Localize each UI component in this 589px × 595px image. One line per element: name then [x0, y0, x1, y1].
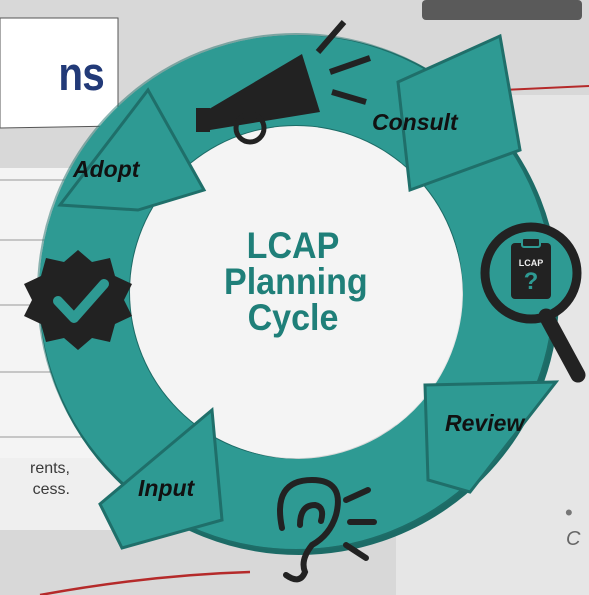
stage-label-adopt: Adopt [73, 156, 140, 182]
footnote-line-1: rents, [29, 460, 70, 477]
clipboard-question-mark: ? [523, 268, 539, 295]
clipboard-label: LCAP [518, 258, 544, 268]
arrow-consult [396, 33, 522, 193]
arrow-input [98, 407, 224, 550]
cycle-title: LCAP Planning Cycle [224, 225, 368, 338]
cycle-title-line-3: Cycle [247, 297, 339, 338]
ear-icon [277, 476, 377, 583]
cycle-title-line-1: LCAP [246, 225, 340, 266]
stage-label-review: Review [445, 410, 525, 436]
magnifier-clipboard-icon [480, 222, 586, 383]
stage-label-input: Input [138, 475, 195, 501]
bullet-dot: • [565, 500, 573, 525]
top-right-tab [422, 0, 582, 20]
headline-card-text: ns [0, 38, 118, 126]
arrow-review [423, 380, 560, 494]
red-curve-bottom [39, 570, 251, 595]
check-badge-icon [24, 250, 132, 350]
cycle-title-line-2: Planning [224, 261, 368, 302]
ring-center [130, 126, 462, 458]
stage-label-consult: Consult [372, 109, 458, 135]
headline-fragment: ns [58, 47, 105, 100]
megaphone-icon [196, 20, 371, 145]
footnote-line-2: cess. [32, 481, 70, 498]
caption-fragment: C [566, 528, 581, 550]
arrow-adopt [57, 87, 207, 212]
